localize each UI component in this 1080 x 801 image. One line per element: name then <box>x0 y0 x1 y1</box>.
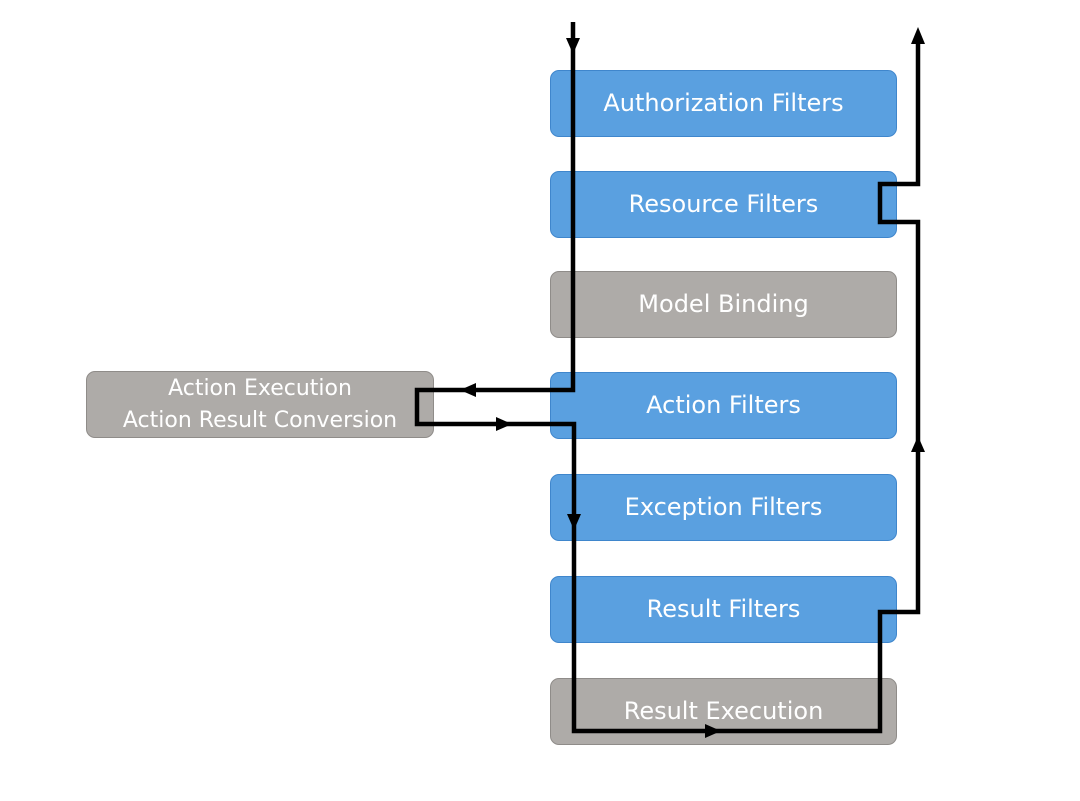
exception-filters-box: Exception Filters <box>550 474 897 541</box>
model-binding-box: Model Binding <box>550 271 897 338</box>
authorization-filters-label: Authorization Filters <box>603 89 844 118</box>
resource-filters-box: Resource Filters <box>550 171 897 238</box>
result-execution-label: Result Execution <box>623 697 824 726</box>
model-binding-label: Model Binding <box>638 290 809 319</box>
resource-filters-label: Resource Filters <box>628 190 819 219</box>
action-result-conversion-label: Action Result Conversion <box>122 407 398 433</box>
arrow-up-response <box>911 436 925 452</box>
result-execution-box: Result Execution <box>550 678 897 745</box>
authorization-filters-box: Authorization Filters <box>550 70 897 137</box>
arrow-left-into-action-execution <box>460 383 476 397</box>
result-filters-box: Result Filters <box>550 576 897 643</box>
arrow-right-out-of-action-execution <box>496 417 512 431</box>
result-filters-label: Result Filters <box>646 595 801 624</box>
arrow-down-entry <box>566 38 580 54</box>
exception-filters-label: Exception Filters <box>624 493 823 522</box>
action-execution-box: Action Execution Action Result Conversio… <box>86 371 434 438</box>
action-execution-label: Action Execution <box>168 375 352 401</box>
action-filters-label: Action Filters <box>646 391 801 420</box>
action-filters-box: Action Filters <box>550 372 897 439</box>
arrow-up-exit <box>911 27 925 44</box>
